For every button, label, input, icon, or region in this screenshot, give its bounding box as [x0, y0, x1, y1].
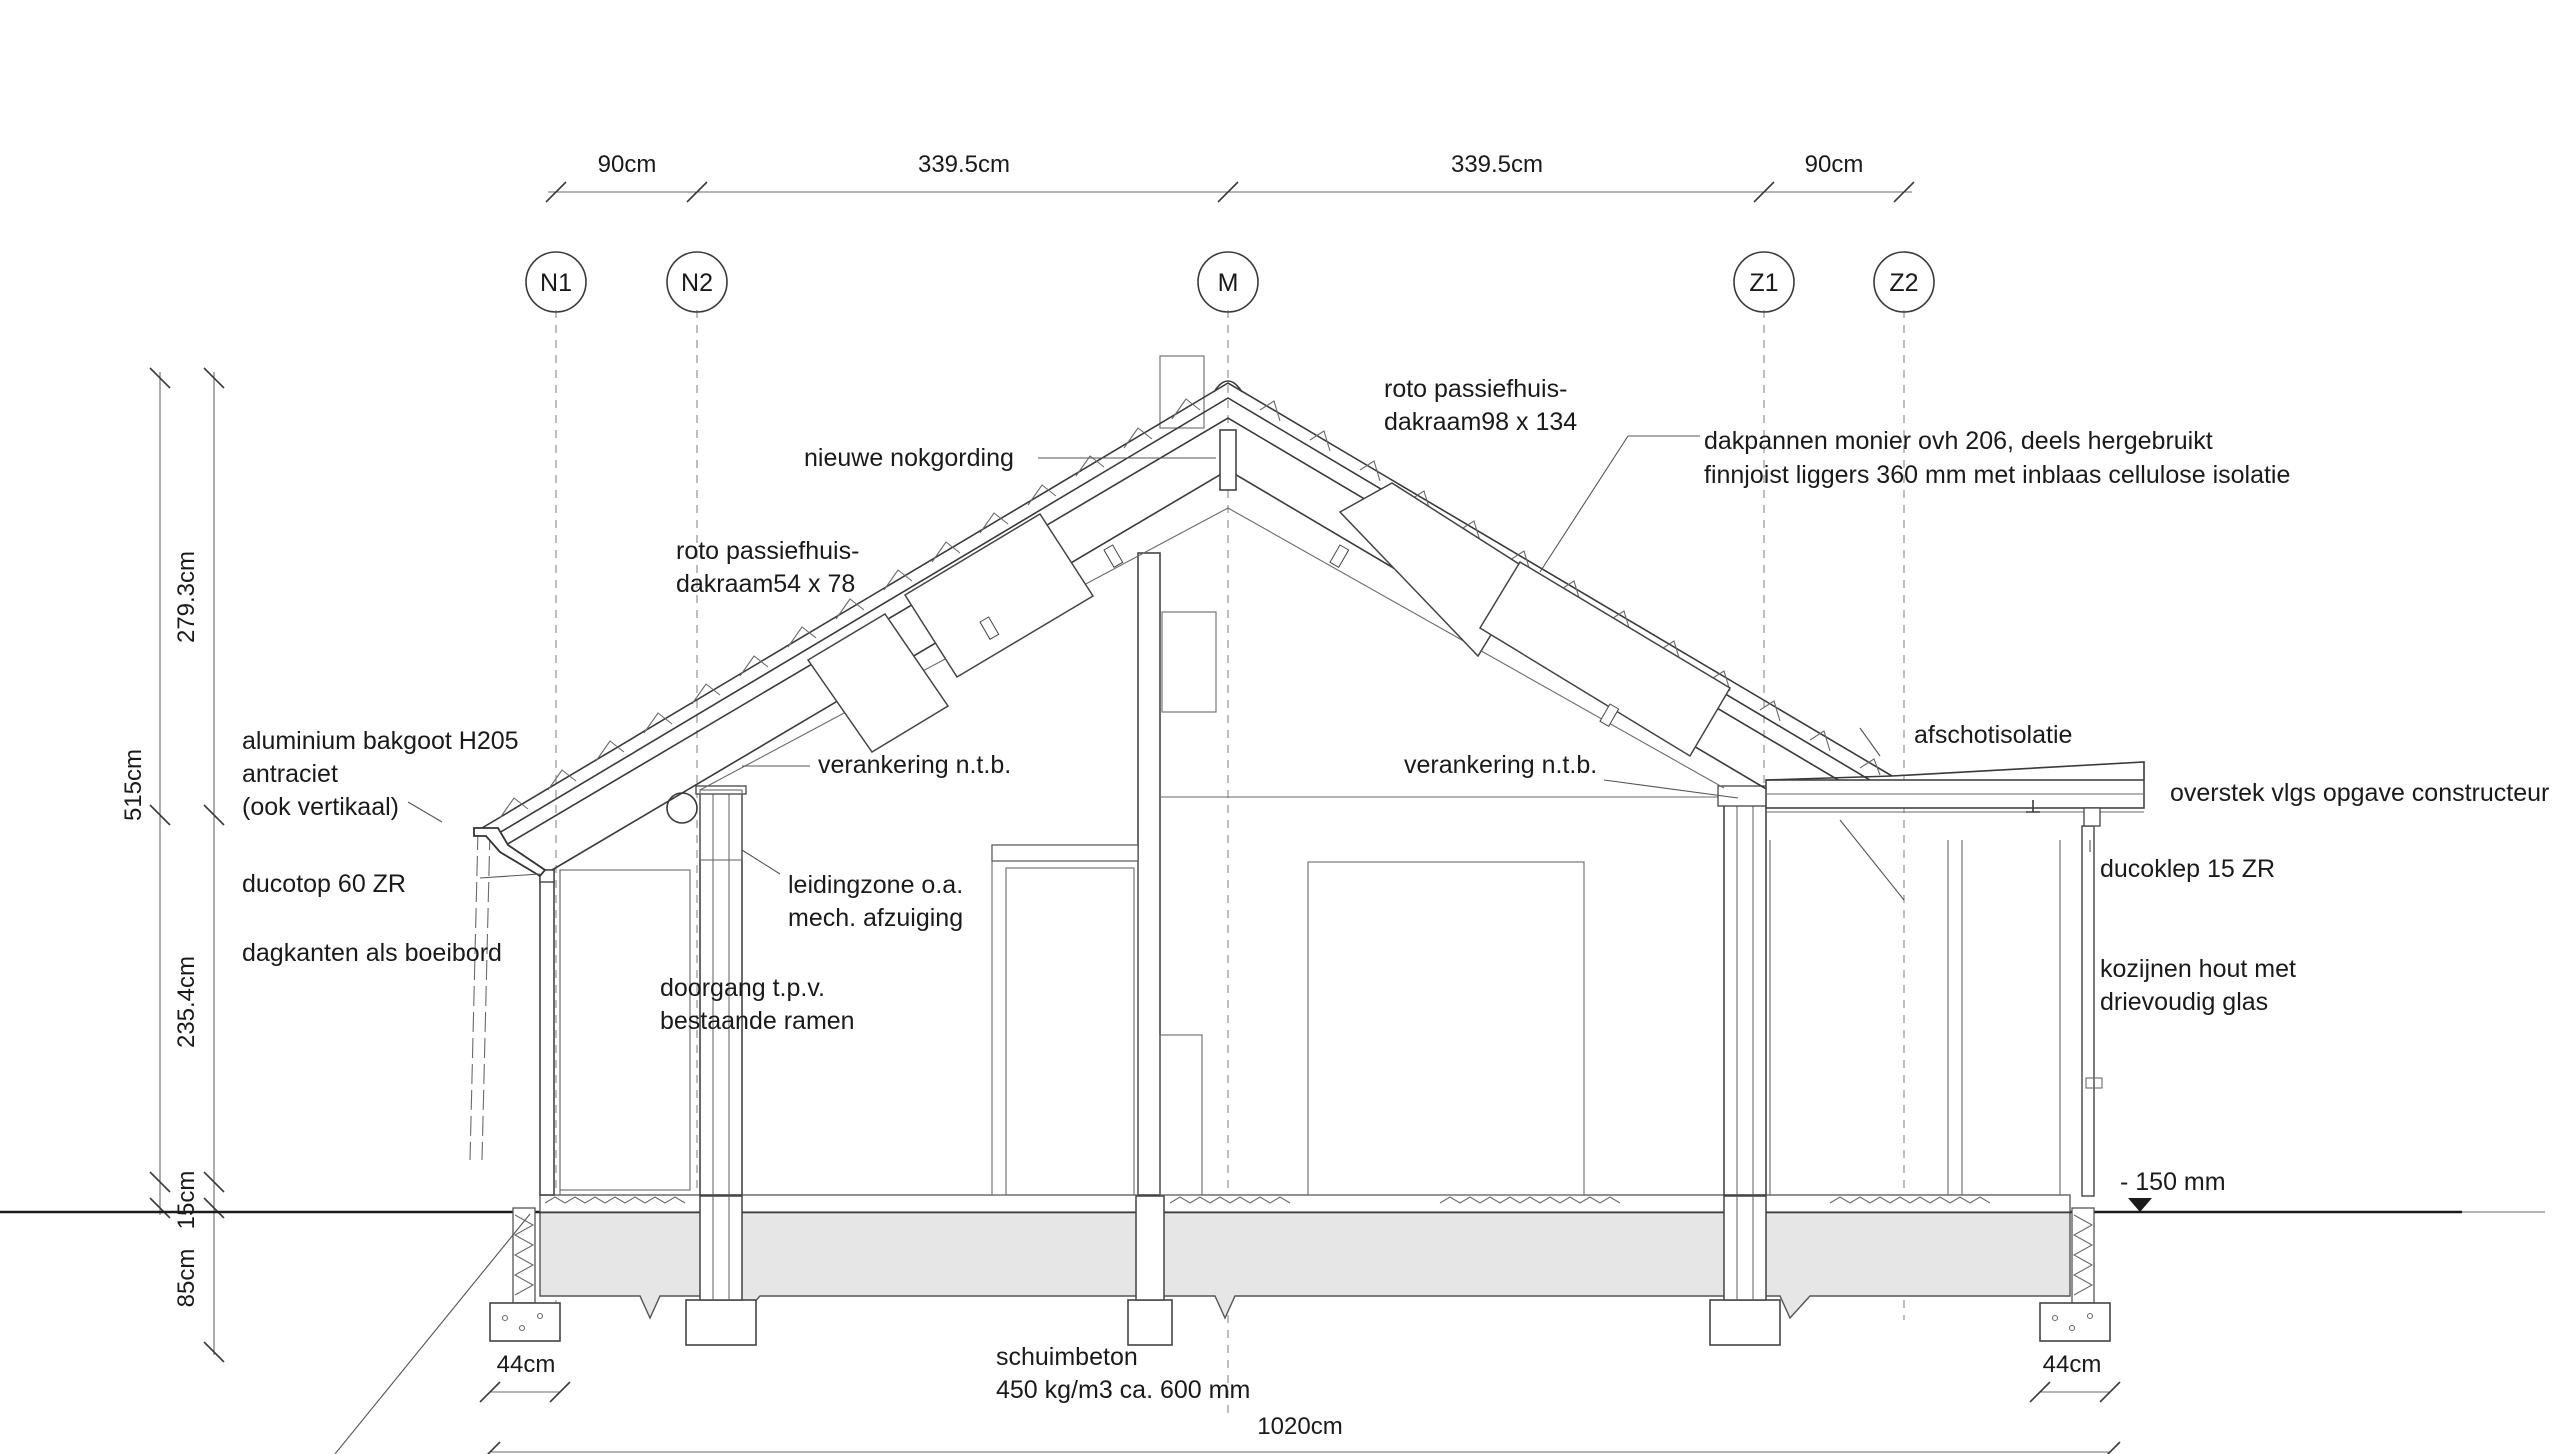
level-marker — [2128, 1198, 2152, 1212]
dim-top-2: 339.5cm — [918, 151, 1010, 178]
label-duct-zone-2: mech. afzuiging — [788, 904, 963, 932]
label-roof-window-small-2: dakraam54 x 78 — [676, 570, 855, 598]
label-roof-window-small-1: roto passiefhuis- — [676, 537, 859, 565]
label-frames-1: kozijnen hout met — [2100, 955, 2296, 983]
label-foam-concrete-2: 450 kg/m3 ca. 600 mm — [996, 1376, 1250, 1404]
svg-text:N2: N2 — [681, 269, 713, 297]
grid-bubble-n1: N1 — [525, 251, 587, 313]
label-reveals: dagkanten als boeibord — [242, 939, 502, 967]
label-anchoring-left: verankering n.t.b. — [818, 751, 1011, 779]
label-ducoklep: ducoklep 15 ZR — [2100, 855, 2275, 883]
foundation — [0, 1194, 2545, 1346]
dim-top-4: 90cm — [1805, 151, 1864, 178]
dim-total-height: 515cm — [120, 749, 147, 821]
annotations: roto passiefhuis- dakraam98 x 134 dakpan… — [242, 375, 2549, 1404]
grid-bubble-n2: N2 — [666, 251, 728, 313]
dim-lower-height: 235.4cm — [173, 956, 200, 1048]
svg-text:N1: N1 — [540, 269, 572, 297]
label-anchoring-right: verankering n.t.b. — [1404, 751, 1597, 779]
bottom-dimensions: 44cm 44cm 1020cm — [479, 1351, 2121, 1454]
label-gutter-2: antraciet — [242, 760, 338, 788]
svg-text:M: M — [1218, 269, 1239, 297]
dim-bottom-total: 1020cm — [1257, 1413, 1342, 1440]
label-frames-2: drievoudig glas — [2100, 988, 2268, 1016]
label-ridge-purlin: nieuwe nokgording — [804, 444, 1014, 472]
grid-bubble-m: M — [1197, 251, 1259, 313]
label-roof-tiles-1: dakpannen monier ovh 206, deels hergebru… — [1704, 427, 2213, 455]
dim-bottom-right: 44cm — [2043, 1351, 2102, 1378]
label-ducotop: ducotop 60 ZR — [242, 870, 406, 898]
dim-top-1: 90cm — [598, 151, 657, 178]
top-dimension-chain: 90cm 339.5cm 339.5cm 90cm — [545, 151, 1915, 203]
dim-top-3: 339.5cm — [1451, 151, 1543, 178]
grid-bubble-z2: Z2 — [1873, 251, 1935, 313]
grid-bubble-z1: Z1 — [1733, 251, 1795, 313]
label-gutter-1: aluminium bakgoot H205 — [242, 727, 519, 755]
walls — [469, 552, 2103, 1197]
dim-floor-height: 15cm — [173, 1171, 200, 1230]
grid-bubbles: N1 N2 M Z1 Z2 — [525, 251, 1935, 313]
label-passage-1: doorgang t.p.v. — [660, 974, 825, 1002]
label-overhang: overstek vlgs opgave constructeur — [2170, 779, 2549, 807]
dim-bottom-left: 44cm — [497, 1351, 556, 1378]
dim-upper-height: 279.3cm — [173, 551, 200, 643]
svg-text:Z2: Z2 — [1889, 269, 1918, 297]
label-roof-window-large-2: dakraam98 x 134 — [1384, 408, 1577, 436]
label-roof-tiles-2: finnjoist liggers 360 mm met inblaas cel… — [1704, 461, 2290, 489]
label-foam-concrete-1: schuimbeton — [996, 1343, 1138, 1371]
label-duct-zone-1: leidingzone o.a. — [788, 871, 963, 899]
label-roof-window-large-1: roto passiefhuis- — [1384, 375, 1567, 403]
label-passage-2: bestaande ramen — [660, 1007, 855, 1035]
svg-text:Z1: Z1 — [1749, 269, 1778, 297]
dim-foundation-height: 85cm — [173, 1249, 200, 1308]
label-gutter-3: (ook vertikaal) — [242, 793, 399, 821]
roof — [473, 355, 2145, 878]
leader-lines — [334, 435, 2091, 1454]
label-level: - 150 mm — [2120, 1168, 2226, 1196]
label-slope-insulation: afschotisolatie — [1914, 721, 2072, 749]
left-dimension-chains: 515cm 279.3cm 235.4cm 15cm 85cm — [120, 367, 225, 1363]
